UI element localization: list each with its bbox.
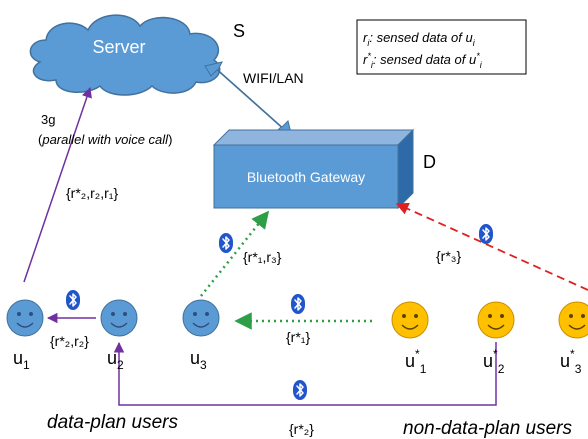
bluetooth-gateway: Bluetooth Gateway D <box>212 128 436 210</box>
ustar1-to-u3-link: {r*₁} <box>234 294 372 345</box>
user-ustar3-label: u*3 <box>560 347 582 376</box>
bluetooth-icon <box>219 233 233 253</box>
user-u1-label: u1 <box>13 348 30 372</box>
smiley-face-icon <box>182 299 220 337</box>
u2-to-u1-label: {r*₂,r₂} <box>50 333 89 349</box>
data-plan-users-label: data-plan users <box>47 412 178 433</box>
gateway-tag: D <box>423 152 436 172</box>
server-tag: S <box>233 21 245 41</box>
smiley-face-icon <box>6 299 44 337</box>
smiley-face-icon <box>477 301 515 339</box>
bluetooth-icon <box>66 290 80 310</box>
ustar2-to-u2-arrow <box>113 341 497 406</box>
gateway-front-face <box>213 144 399 209</box>
user-ustar1-label: u*1 <box>405 347 427 376</box>
gateway-top-face <box>212 129 415 146</box>
wifi-link: WIFI/LAN <box>204 61 304 138</box>
upload-data-label: {r*₂,r₂,r₁} <box>66 185 118 201</box>
legend-line-2: r*i: sensed data of u*i <box>363 51 483 70</box>
gateway-label: Bluetooth Gateway <box>247 169 365 185</box>
user-u2-label: u2 <box>107 348 124 372</box>
user-u2: u2 <box>100 299 138 372</box>
smiley-face-icon <box>391 301 429 339</box>
cellular-link: 3g (parallel with voice call) {r*₂,r₂,r₁… <box>23 87 172 283</box>
u3-to-gateway-label: {r*₁,r₃} <box>243 249 282 265</box>
cellular-label: 3g <box>41 112 55 127</box>
ustar3-to-gateway-label: {r*₃} <box>436 248 461 264</box>
user-ustar1: u*1 <box>391 301 429 376</box>
cellular-note: (parallel with voice call) <box>38 132 172 147</box>
cellular-arrow <box>23 87 92 283</box>
non-data-plan-users-label: non-data-plan users <box>403 418 572 439</box>
user-ustar2-label: u*2 <box>483 347 505 376</box>
user-ustar3: u*3 <box>558 301 588 376</box>
user-u3-label: u3 <box>190 348 207 372</box>
u2-to-u1-link: {r*₂,r₂} <box>46 290 96 349</box>
legend-box: ri: sensed data of ui r*i: sensed data o… <box>356 19 527 75</box>
ustar2-to-u2-label: {r*₂} <box>289 421 314 437</box>
server-node: Server S <box>29 14 245 96</box>
user-ustar2: u*2 <box>477 301 515 376</box>
user-u3: u3 <box>182 299 220 372</box>
ustar2-to-u2-link: {r*₂} <box>113 341 497 437</box>
ustar3-to-gateway-arrow <box>395 202 588 291</box>
ustar3-to-gateway-link: {r*₃} <box>395 202 588 291</box>
bluetooth-icon <box>291 294 305 314</box>
server-label: Server <box>92 37 145 57</box>
smiley-face-icon <box>100 299 138 337</box>
legend-line-1: ri: sensed data of ui <box>363 30 476 48</box>
ustar1-to-u3-label: {r*₁} <box>286 329 311 345</box>
user-u1: u1 <box>6 299 44 372</box>
bluetooth-icon <box>293 380 307 400</box>
wifi-label: WIFI/LAN <box>243 70 304 86</box>
smiley-face-icon <box>558 301 588 339</box>
bluetooth-icon <box>479 224 493 244</box>
u3-to-gateway-link: {r*₁,r₃} <box>200 210 282 297</box>
